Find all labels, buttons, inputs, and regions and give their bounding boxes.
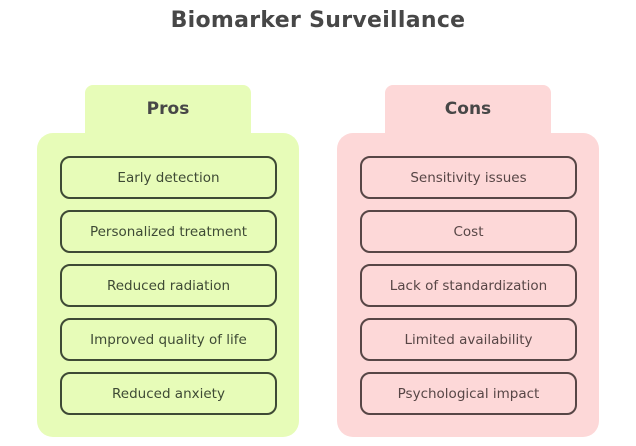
cons-item: Cost (360, 210, 577, 253)
pros-item: Personalized treatment (60, 210, 277, 253)
pros-item: Early detection (60, 156, 277, 199)
cons-item: Limited availability (360, 318, 577, 361)
pros-item: Improved quality of life (60, 318, 277, 361)
cons-header: Cons (385, 85, 551, 133)
diagram-title: Biomarker Surveillance (170, 8, 466, 33)
pros-item: Reduced radiation (60, 264, 277, 307)
cons-item: Sensitivity issues (360, 156, 577, 199)
pros-item: Reduced anxiety (60, 372, 277, 415)
cons-item: Lack of standardization (360, 264, 577, 307)
pros-panel: Early detection Personalized treatment R… (37, 133, 299, 437)
cons-panel: Sensitivity issues Cost Lack of standard… (337, 133, 599, 437)
cons-item: Psychological impact (360, 372, 577, 415)
pros-header: Pros (85, 85, 251, 133)
